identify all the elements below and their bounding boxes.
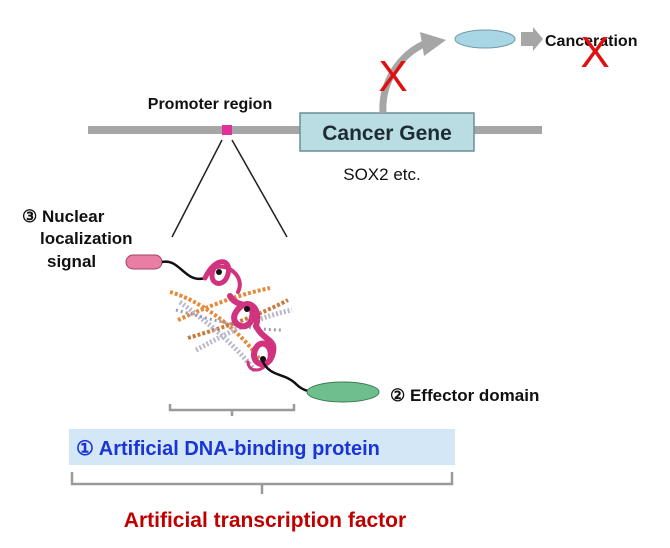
atf-label: Artificial transcription factor bbox=[124, 509, 406, 532]
dbd-bracket bbox=[168, 404, 296, 416]
zinc-ion-2 bbox=[244, 306, 250, 312]
dbd-label-band bbox=[69, 429, 455, 465]
effector-linker bbox=[260, 359, 309, 393]
canceration-label: Canceration bbox=[545, 33, 637, 50]
nls-label-1: ③ Nuclear bbox=[22, 207, 105, 226]
cancer-gene-label: Cancer Gene bbox=[322, 122, 452, 145]
effector-label: ② Effector domain bbox=[390, 386, 539, 405]
atf-bracket bbox=[70, 472, 454, 494]
nls-label-2: localization bbox=[40, 229, 133, 248]
expression-arrow bbox=[379, 40, 426, 114]
expression-arrowhead bbox=[420, 32, 446, 56]
zoom-line-right bbox=[231, 139, 288, 238]
promoter-label: Promoter region bbox=[148, 96, 272, 113]
zoom-line-left bbox=[171, 139, 223, 238]
block-mark-canceration: X bbox=[580, 28, 609, 77]
canceration-arrow bbox=[521, 27, 543, 51]
cancer-gene-box bbox=[299, 112, 475, 152]
nls-linker bbox=[161, 260, 206, 281]
nls-domain bbox=[125, 254, 163, 270]
gene-examples-label: SOX2 etc. bbox=[343, 165, 420, 184]
zinc-finger-protein bbox=[202, 259, 277, 372]
zinc-ion-1 bbox=[216, 269, 222, 275]
effector-domain bbox=[306, 381, 380, 403]
gene-product bbox=[454, 29, 516, 49]
nls-label-3: signal bbox=[47, 252, 96, 271]
block-mark-expression: X bbox=[378, 52, 407, 101]
dbd-label: ① Artificial DNA-binding protein bbox=[76, 438, 380, 460]
promoter-marker bbox=[222, 125, 232, 135]
